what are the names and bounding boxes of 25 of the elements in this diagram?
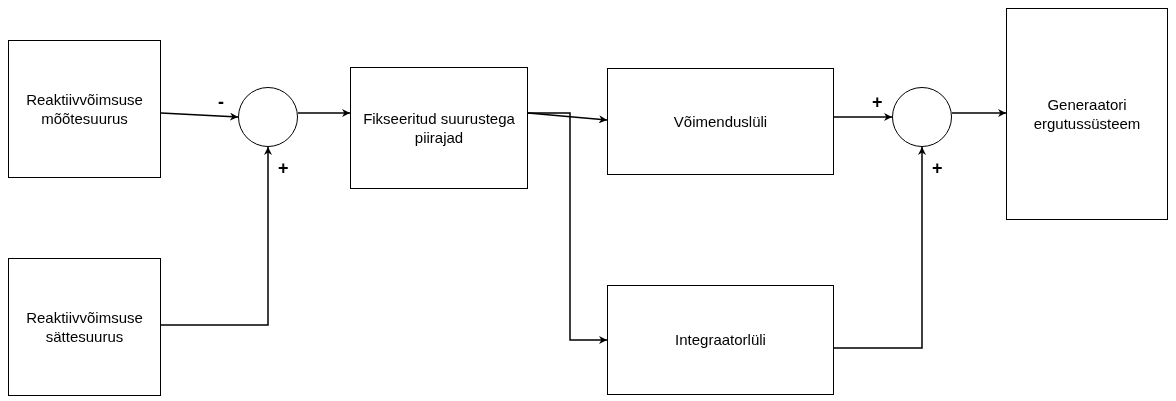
arrow	[833, 113, 893, 121]
block-box	[1006, 8, 1168, 220]
sign-label: -	[218, 93, 224, 111]
block-label: Generaatori ergutussüsteem	[1032, 94, 1142, 134]
sign-label: +	[872, 93, 883, 111]
sign-label: +	[278, 159, 289, 177]
block-label: Integraatorlüli	[674, 330, 767, 350]
block-box	[350, 67, 528, 189]
arrow	[297, 109, 351, 117]
block-box	[8, 258, 161, 396]
block-label: Fikseeritud suurustega piirajad	[362, 108, 516, 148]
arrow	[160, 112, 239, 121]
block-box	[8, 40, 161, 178]
block-box	[607, 68, 834, 175]
summing-junction	[238, 87, 298, 147]
block-box	[607, 285, 834, 395]
sign-label: +	[932, 159, 943, 177]
summing-junction	[892, 87, 952, 147]
arrow	[951, 109, 1007, 117]
block-label: Reaktiivvõimsuse sättesuurus	[25, 307, 144, 347]
arrow	[527, 112, 608, 344]
block-label: Võimenduslüli	[672, 111, 769, 132]
block-label: Reaktiivvõimsuse mõõtesuurus	[25, 89, 144, 129]
arrow	[833, 146, 926, 349]
arrow	[160, 146, 272, 326]
